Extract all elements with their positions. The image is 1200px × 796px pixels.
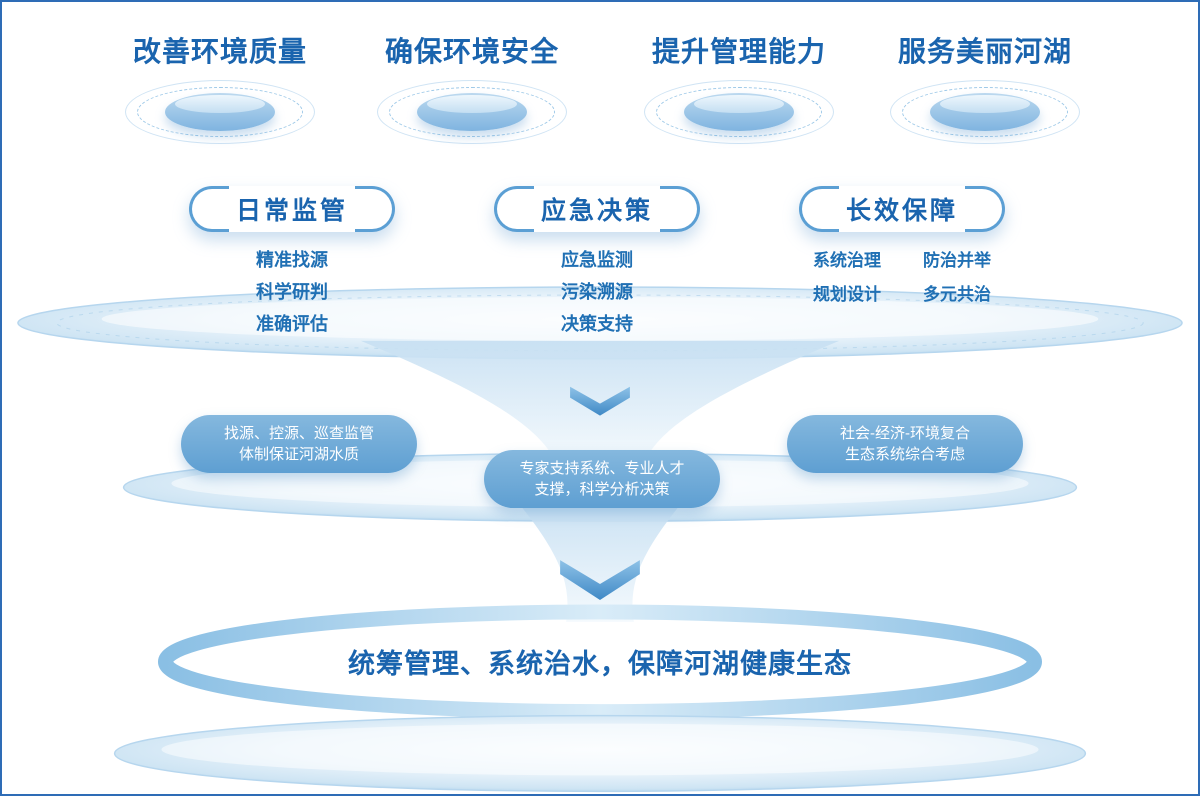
disc-outer-ring (377, 80, 567, 144)
capsule-source-supervision: 找源、控源、巡查监管 体制保证河湖水质 (181, 415, 417, 473)
pillar-item: 系统治理 (813, 251, 881, 270)
goal-ensure-environment-safety: 确保环境安全 (332, 30, 612, 144)
disc-top-surface (427, 95, 517, 113)
disc-outer-ring (644, 80, 834, 144)
pillar-item: 污染溯源 (561, 282, 633, 302)
platform-disc-icon (125, 80, 315, 144)
goal-serve-beautiful-rivers-lakes: 服务美丽河湖 (845, 30, 1125, 144)
pillar-item: 规划设计 (813, 285, 881, 304)
pillar-title: 长效保障 (845, 197, 958, 225)
pillar-title-capsule: 日常监管 (189, 186, 395, 232)
capsule-expert-support: 专家支持系统、专业人才 支撑，科学分析决策 (484, 450, 720, 508)
pillar-daily-supervision: 日常监管 精准找源 科学研判 准确评估 (152, 186, 432, 340)
pillar-item-list: 精准找源 科学研判 准确评估 (152, 244, 432, 340)
bottom-conclusion-title: 统筹管理、系统治水，保障河湖健康生态 (348, 649, 852, 679)
platform-disc-icon (377, 80, 567, 144)
pillar-item-grid: 系统治理 防治并举 规划设计 多元共治 (802, 250, 1002, 306)
conclusion-ring-ellipse (157, 604, 1043, 720)
pillar-item: 多元共治 (923, 285, 991, 304)
capsule-line: 找源、控源、巡查监管 (223, 425, 374, 442)
funnel-top (360, 340, 840, 463)
pillar-title-capsule: 长效保障 (799, 186, 1005, 232)
pillar-item: 准确评估 (256, 314, 328, 334)
goal-label: 提升管理能力 (651, 36, 826, 67)
pillar-title: 日常监管 (235, 197, 348, 225)
pillar-item: 精准找源 (256, 250, 328, 270)
capsule-line: 支撑，科学分析决策 (534, 481, 670, 498)
bracket-left-decoration (189, 186, 229, 232)
pillar-item-list: 应急监测 污染溯源 决策支持 (457, 244, 737, 340)
capsule-line: 生态系统综合考虑 (844, 446, 965, 463)
goal-enhance-management-capability: 提升管理能力 (599, 30, 879, 144)
pillar-title-capsule: 应急决策 (494, 186, 700, 232)
goal-label: 服务美丽河湖 (897, 36, 1072, 67)
pillar-item: 决策支持 (561, 314, 633, 334)
platform-ellipse-1-highlight (101, 297, 1099, 341)
bracket-right-decoration (355, 186, 395, 232)
bracket-right-decoration (965, 186, 1005, 232)
pillar-item: 科学研判 (256, 282, 328, 302)
disc-top-surface (694, 95, 784, 113)
goal-improve-environment-quality: 改善环境质量 (80, 30, 360, 144)
chevron-down-icon-1 (570, 386, 630, 416)
disc-outer-ring (890, 80, 1080, 144)
bracket-right-decoration (660, 186, 700, 232)
disc-top-surface (175, 95, 265, 113)
pillar-long-term-guarantee: 长效保障 系统治理 防治并举 规划设计 多元共治 (762, 186, 1042, 306)
disc-top-surface (940, 95, 1030, 113)
funnel-bottom (520, 505, 680, 622)
platform-disc-icon (890, 80, 1080, 144)
base-ellipse-highlight (161, 723, 1039, 776)
goal-label: 确保环境安全 (384, 36, 559, 67)
disc-dotted-ring (137, 87, 303, 137)
pillar-emergency-decision: 应急决策 应急监测 污染溯源 决策支持 (457, 186, 737, 340)
goal-label: 改善环境质量 (132, 36, 307, 67)
capsule-line: 社会-经济-环境复合 (840, 425, 970, 442)
bracket-left-decoration (799, 186, 839, 232)
pillar-item: 防治并举 (923, 251, 991, 270)
disc-outer-ring (125, 80, 315, 144)
platform-ellipse-1-dotted-ring (56, 294, 1144, 352)
disc-dotted-ring (656, 87, 822, 137)
capsule-line: 专家支持系统、专业人才 (519, 460, 685, 477)
chevron-down-icon-2 (560, 560, 640, 600)
pillar-title: 应急决策 (540, 197, 653, 225)
bracket-left-decoration (494, 186, 534, 232)
platform-disc-icon (644, 80, 834, 144)
capsule-line: 体制保证河湖水质 (238, 446, 359, 463)
capsule-ecosystem-consideration: 社会-经济-环境复合 生态系统综合考虑 (787, 415, 1023, 473)
disc-dotted-ring (389, 87, 555, 137)
disc-dotted-ring (902, 87, 1068, 137)
pillar-item: 应急监测 (561, 250, 633, 270)
